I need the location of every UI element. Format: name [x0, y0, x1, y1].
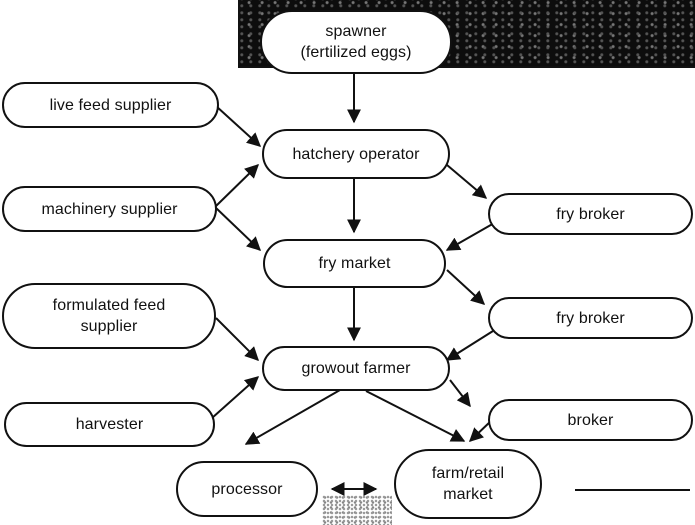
node-formulated-feed-supplier: formulated feed supplier	[2, 283, 216, 349]
arrow-harvester-to-growout	[211, 376, 260, 419]
node-fry-broker-2-label: fry broker	[556, 309, 625, 327]
arrow-formulated-feed-to-growout	[215, 317, 259, 361]
node-fry-market: fry market	[263, 239, 446, 288]
node-live-feed-supplier-label: live feed supplier	[49, 96, 172, 114]
node-broker: broker	[488, 399, 693, 441]
node-live-feed-supplier: live feed supplier	[2, 82, 219, 128]
node-farm-retail-market: farm/retail market	[394, 449, 542, 519]
divider-line	[575, 489, 690, 491]
scan-artifact	[322, 495, 392, 525]
node-hatchery-operator: hatchery operator	[262, 129, 450, 179]
arrow-hatchery-to-fry-broker	[446, 164, 488, 199]
arrow-machinery-to-fry-market	[214, 206, 262, 251]
node-formulated-feed-supplier-label: formulated feed supplier	[52, 297, 166, 335]
arrow-growout-to-processor	[244, 389, 341, 445]
arrow-live-feed-to-hatchery	[215, 105, 262, 147]
node-spawner-label: spawner (fertilized eggs)	[300, 23, 412, 61]
node-fry-broker-1: fry broker	[488, 193, 693, 235]
arrow-machinery-to-hatchery	[214, 164, 260, 208]
node-hatchery-operator-label: hatchery operator	[292, 145, 420, 163]
node-fry-broker-1-label: fry broker	[556, 205, 625, 223]
node-processor: processor	[176, 461, 318, 517]
arrow-fry-market-to-fry-broker	[446, 269, 486, 305]
arrow-fry-broker-to-fry-market	[445, 221, 497, 251]
node-fry-market-label: fry market	[318, 255, 391, 272]
node-harvester: harvester	[4, 402, 215, 447]
node-farm-retail-market-label: farm/retail market	[431, 465, 505, 503]
arrow-growout-to-broker	[449, 379, 471, 408]
arrow-growout-to-market	[365, 390, 466, 442]
node-fry-broker-2: fry broker	[488, 297, 693, 339]
node-spawner: spawner (fertilized eggs)	[260, 10, 452, 74]
node-machinery-supplier: machinery supplier	[2, 186, 217, 232]
node-harvester-label: harvester	[75, 416, 144, 433]
node-growout-farmer-label: growout farmer	[301, 360, 411, 377]
node-processor-label: processor	[211, 480, 283, 498]
arrow-fry-broker-to-growout	[445, 330, 494, 361]
node-broker-label: broker	[567, 411, 614, 429]
node-growout-farmer: growout farmer	[262, 346, 450, 391]
node-machinery-supplier-label: machinery supplier	[41, 200, 178, 218]
